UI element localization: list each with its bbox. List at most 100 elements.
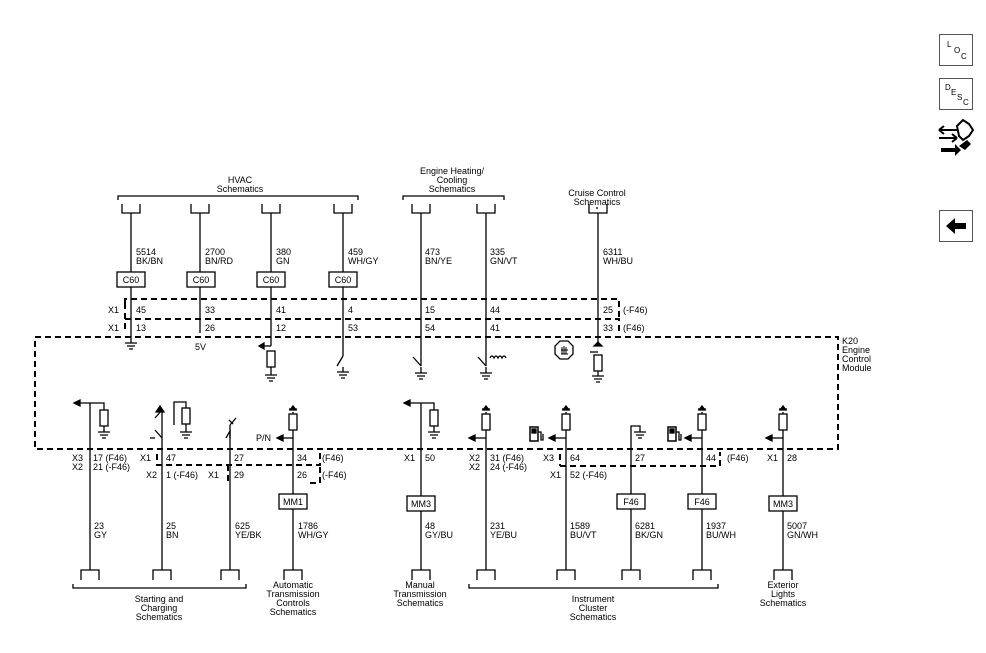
loc-letter-o: O (954, 46, 961, 55)
cruise-label-1: Cruise Control (568, 188, 626, 198)
hvac-label-2: Schematics (217, 184, 264, 194)
starting-label-2: Charging (141, 603, 178, 613)
diagram-label: 4 (348, 305, 353, 315)
desc-letter-s: S (957, 93, 963, 102)
note-5v: 5V (195, 342, 206, 352)
diagram-label: 625 (235, 521, 250, 531)
diagram-label: 50 (425, 453, 435, 463)
diagram-label: 45 (136, 305, 146, 315)
engheat-label-2: Cooling (437, 175, 468, 185)
diagram-label: 231 (490, 521, 505, 531)
splice-f46-2: F46 (694, 497, 710, 507)
splice-c60-4: C60 (335, 275, 352, 285)
diagram-label: 12 (276, 323, 286, 333)
diagram-label: 31 (F46) (490, 453, 524, 463)
diagram-label: (F46) (623, 323, 645, 333)
diagram-label: 34 (297, 453, 307, 463)
diagram-label: (-F46) (623, 305, 648, 315)
module-label-1: K20 (842, 336, 858, 346)
instrument-label-3: Schematics (570, 612, 617, 622)
bottom-wire-lines (72, 398, 798, 589)
exterior-label-2: Lights (771, 589, 796, 599)
diagram-label: X1 (140, 453, 151, 463)
diagram-label: 41 (490, 323, 500, 333)
color-335: GN/VT (490, 256, 518, 266)
manualtrans-label-2: Transmission (393, 589, 446, 599)
diagram-label: 41 (276, 305, 286, 315)
diagram-label: YE/BK (235, 530, 262, 540)
circuit-335: 335 (490, 247, 505, 257)
connector-transfer-icon (938, 118, 975, 156)
exterior-label-3: Schematics (760, 598, 807, 608)
diagram-label: 21 (-F46) (93, 462, 130, 472)
desc-letter-c: C (963, 98, 969, 107)
diagram-label: 26 (205, 323, 215, 333)
diagram-label: 24 (-F46) (490, 462, 527, 472)
engheat-label-3: Schematics (429, 184, 476, 194)
circuit-5514: 5514 (136, 247, 156, 257)
instrument-label-2: Cluster (579, 603, 608, 613)
diagram-label: BU/VT (570, 530, 597, 540)
pn-label: P/N (256, 433, 271, 443)
desc-letter-d: D (945, 83, 951, 92)
cruise-label-2: Schematics (574, 197, 621, 207)
circuit-459: 459 (348, 247, 363, 257)
circuit-380: 380 (276, 247, 291, 257)
diagram-label: 17 (F46) (93, 453, 127, 463)
splice-mm1: MM1 (283, 497, 303, 507)
diagram-label: 33 (205, 305, 215, 315)
conn-x1-a: X1 (108, 305, 119, 315)
diagram-label: X1 (208, 470, 219, 480)
hvac-label-1: HVAC (228, 175, 253, 185)
connector-view-button[interactable] (937, 116, 977, 158)
diagram-label: 48 (425, 521, 435, 531)
diagram-label: 25 (603, 305, 613, 315)
manualtrans-label-3: Schematics (397, 598, 444, 608)
exterior-label-1: Exterior (767, 580, 798, 590)
module-label-3: Control (842, 354, 871, 364)
diagram-label: GY/BU (425, 530, 453, 540)
diagram-label: 33 (603, 323, 613, 333)
wire-lines (116, 195, 608, 383)
loc-letter-c: C (961, 52, 967, 61)
color-380: GN (276, 256, 290, 266)
diagram-label: 6281 (635, 521, 655, 531)
splice-c60-2: C60 (193, 275, 210, 285)
color-5514: BK/BN (136, 256, 163, 266)
circuit-2700: 2700 (205, 247, 225, 257)
diagram-label: X1 (404, 453, 415, 463)
autotrans-label-3: Controls (276, 598, 310, 608)
diagram-label: (-F46) (322, 470, 347, 480)
diagram-label: BU/WH (706, 530, 736, 540)
splice-mm3-1: MM3 (411, 499, 431, 509)
color-459: WH/GY (348, 256, 379, 266)
back-button[interactable] (939, 210, 973, 242)
diagram-label: X3 (72, 453, 83, 463)
diagram-label: 1786 (298, 521, 318, 531)
dashed-boundaries (34, 298, 839, 484)
diagram-label: X3 (543, 453, 554, 463)
diagram-label: 23 (94, 521, 104, 531)
diagram-label: 25 (166, 521, 176, 531)
diagram-label: 27 (234, 453, 244, 463)
color-2700: BN/RD (205, 256, 234, 266)
diagram-label: BK/GN (635, 530, 663, 540)
autotrans-label-4: Schematics (270, 607, 317, 617)
diagram-label: 47 (166, 453, 176, 463)
diagram-label: X2 (146, 470, 157, 480)
description-button[interactable]: D E S C (939, 78, 973, 110)
instrument-label-1: Instrument (572, 594, 615, 604)
location-button[interactable]: L O C (939, 34, 973, 66)
engheat-label-1: Engine Heating/ (420, 166, 485, 176)
labels: HVAC Schematics Engine Heating/ Cooling … (72, 166, 872, 622)
circuit-473: 473 (425, 247, 440, 257)
diagram-label: X2 (72, 462, 83, 472)
diagram-label: 27 (635, 453, 645, 463)
diagram-label: 26 (297, 470, 307, 480)
diagram-label: 54 (425, 323, 435, 333)
splice-mm3-2: MM3 (773, 499, 793, 509)
diagram-label: X1 (550, 470, 561, 480)
splice-c60-3: C60 (263, 275, 280, 285)
back-arrow-icon (946, 218, 966, 234)
